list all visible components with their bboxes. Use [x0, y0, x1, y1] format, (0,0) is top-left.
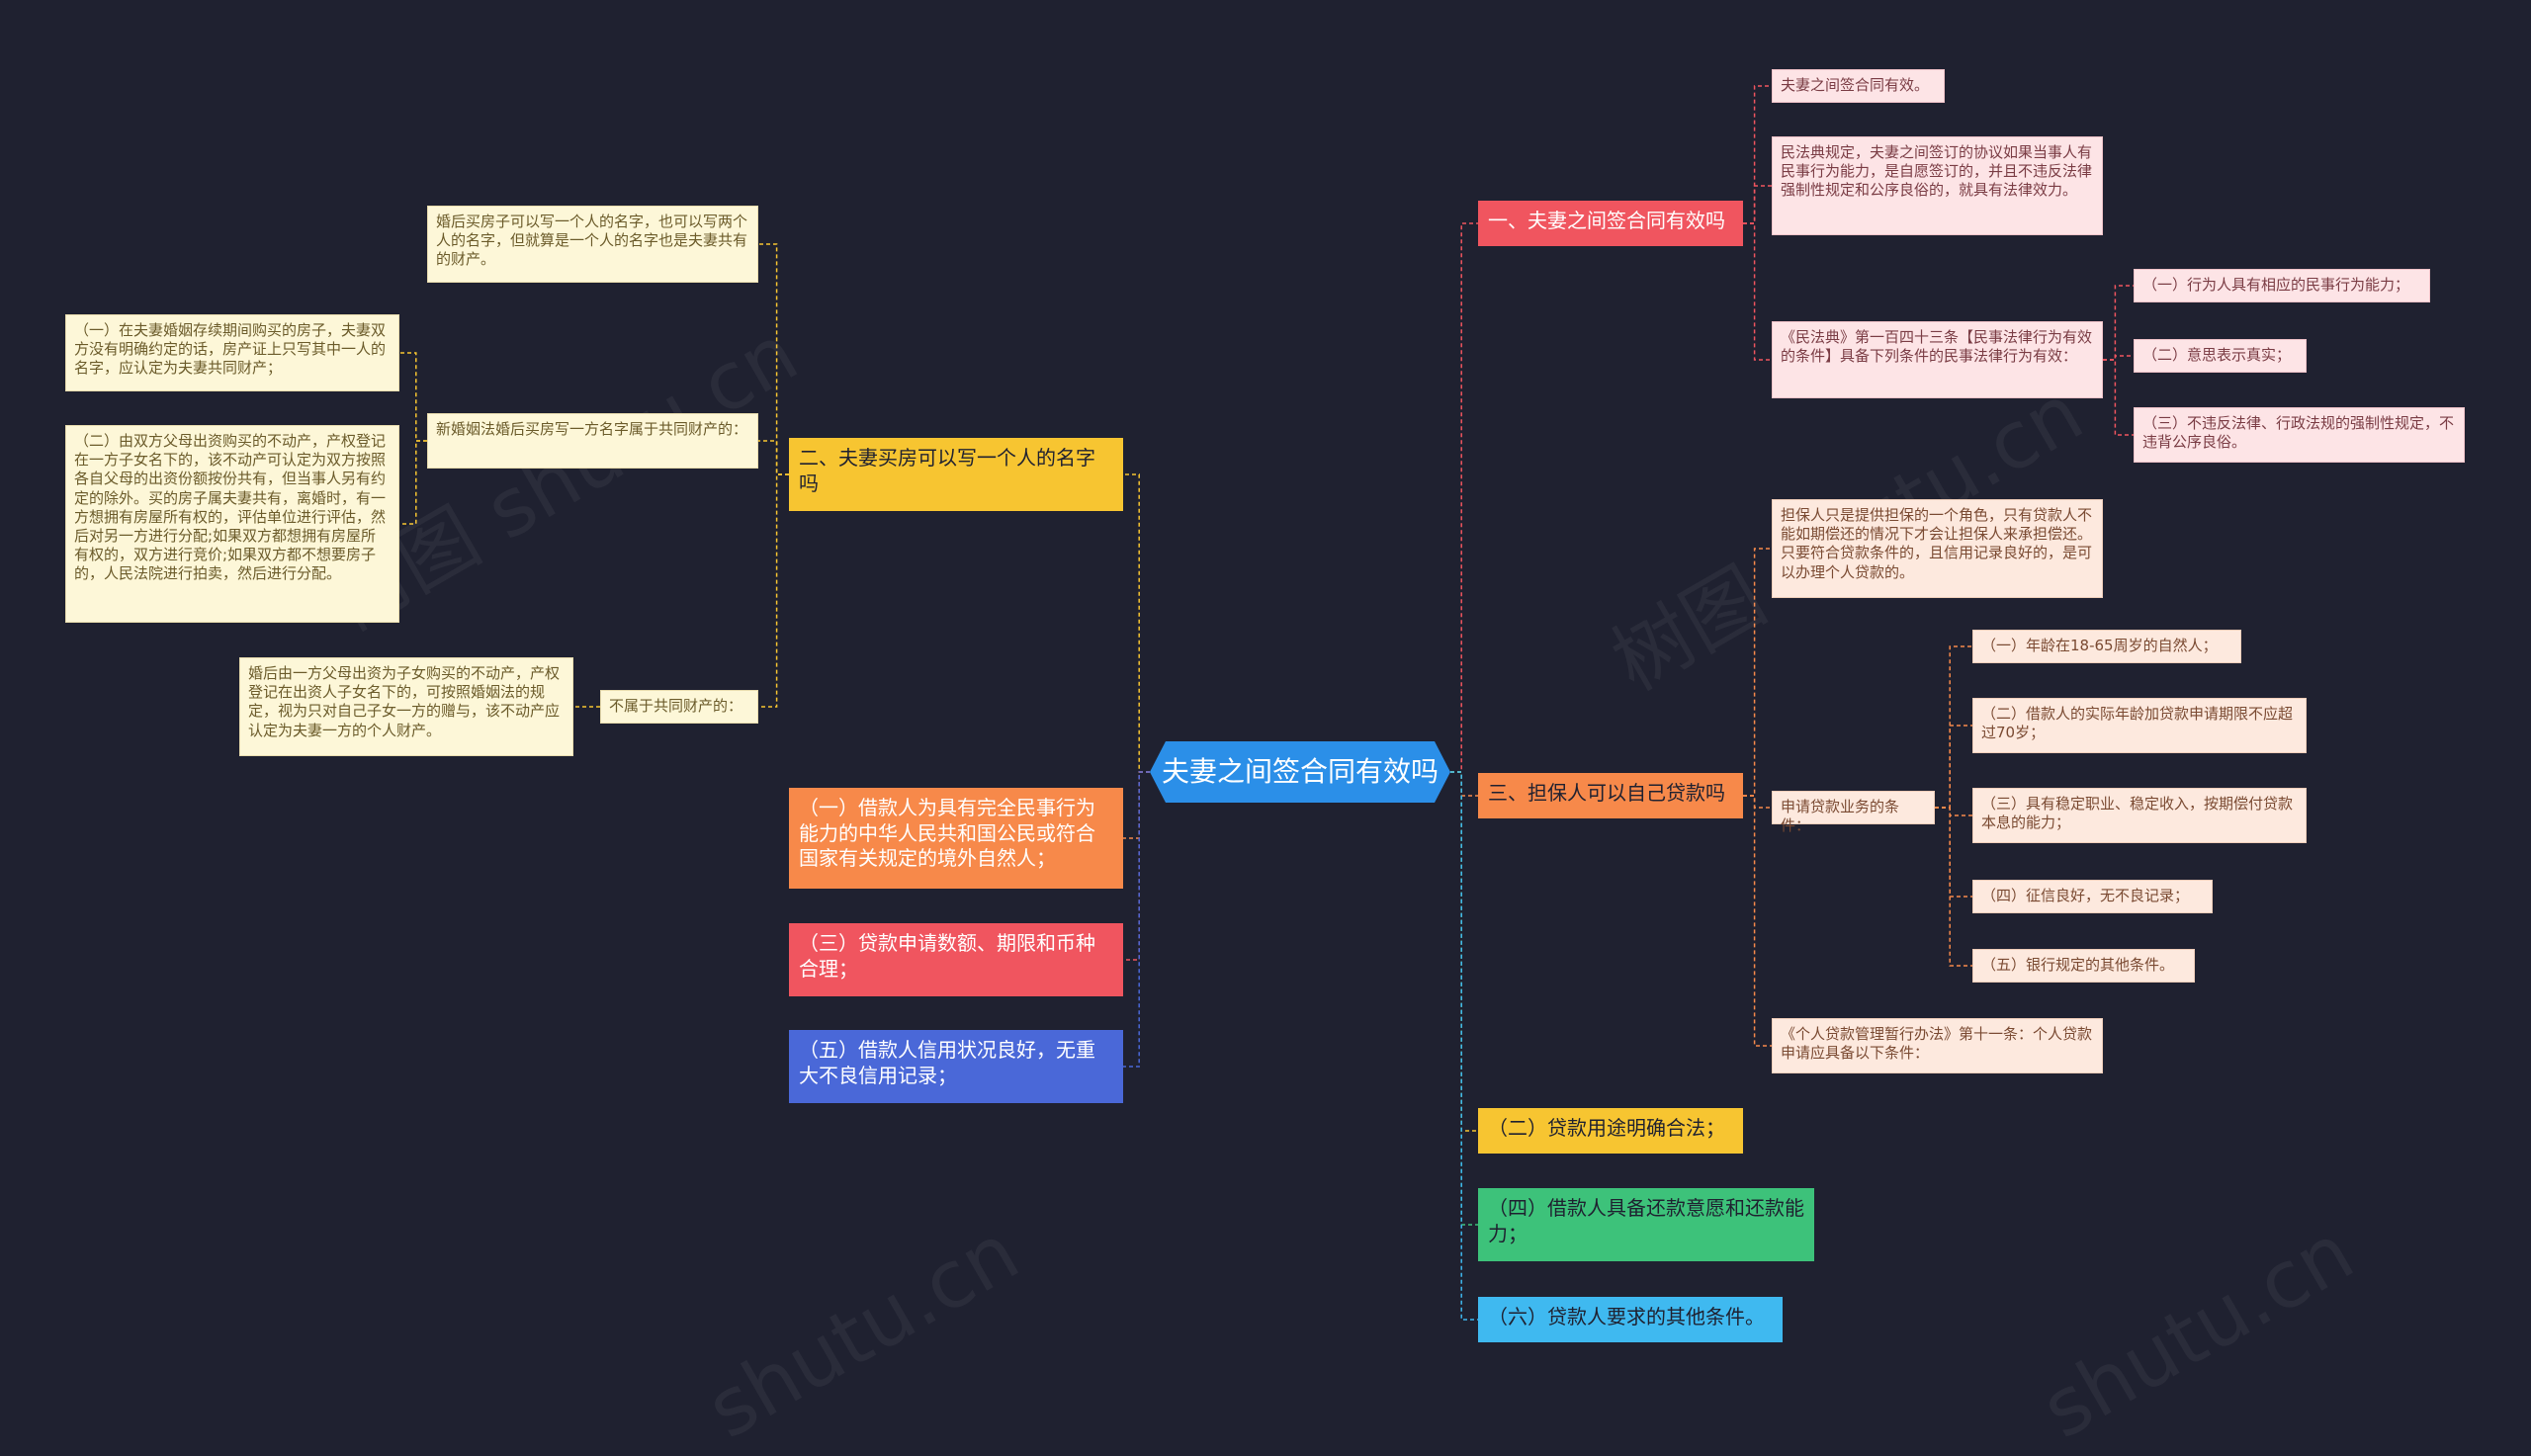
branch-2-subitem[interactable]: （二）由双方父母出资购买的不动产，产权登记在一方子女名下的，该不动产可认定为双方…	[65, 425, 399, 623]
connector-line	[1743, 795, 1772, 809]
connector-line	[1450, 771, 1478, 1321]
connector-line	[1935, 645, 1972, 809]
branch-3-item[interactable]: 申请贷款业务的条件：	[1772, 791, 1935, 834]
connector-line	[1450, 771, 1478, 1226]
branch-1-subitem[interactable]: （一）行为人具有相应的民事行为能力；	[2134, 269, 2430, 302]
connector-line	[1743, 795, 1772, 1047]
condition-item[interactable]: （二）借款人的实际年龄加贷款申请期限不应超过70岁；	[1972, 698, 2307, 753]
connector-line	[1450, 222, 1478, 773]
branch-3-item[interactable]: 担保人只是提供担保的一个角色，只有贷款人不能如期偿还的情况下才会让担保人来承担偿…	[1772, 499, 2103, 598]
left-list-item[interactable]: （一）借款人为具有完全民事行为能力的中华人民共和国公民或符合国家有关规定的境外自…	[789, 788, 1123, 889]
connector-line	[1123, 771, 1150, 839]
branch-2-item[interactable]: 新婚姻法婚后买房写一方名字属于共同财产的：	[427, 413, 758, 469]
right-list-item[interactable]: （四）借款人具备还款意愿和还款能力；	[1478, 1188, 1814, 1261]
branch-2-item[interactable]: 不属于共同财产的：	[600, 690, 758, 724]
connector-line	[758, 440, 789, 475]
branch-3-item[interactable]: 《个人贷款管理暂行办法》第十一条：个人贷款申请应具备以下条件：	[1772, 1018, 2103, 1073]
connector-line	[1935, 807, 1972, 967]
connector-line	[1450, 771, 1478, 1132]
connector-line	[1935, 807, 1972, 898]
connector-line	[1935, 807, 1972, 816]
connector-line	[1123, 473, 1150, 773]
connector-line	[1935, 725, 1972, 809]
branch-2-topic[interactable]: 二、夫妻买房可以写一个人的名字吗	[789, 438, 1123, 511]
connector-line	[399, 440, 427, 525]
condition-item[interactable]: （三）具有稳定职业、稳定收入，按期偿付贷款本息的能力；	[1972, 788, 2307, 843]
branch-3-topic[interactable]: 三、担保人可以自己贷款吗	[1478, 773, 1743, 818]
connector-line	[1123, 771, 1150, 961]
root-topic[interactable]: 夫妻之间签合同有效吗	[1150, 741, 1450, 803]
branch-2-item[interactable]: 婚后买房子可以写一个人的名字，也可以写两个人的名字，但就算是一个人的名字也是夫妻…	[427, 206, 758, 283]
connector-lines	[399, 85, 2134, 1321]
condition-item[interactable]: （四）征信良好，无不良记录；	[1972, 880, 2213, 913]
branch-1-item[interactable]: 民法典规定，夫妻之间签订的协议如果当事人有民事行为能力，是自愿签订的，并且不违反…	[1772, 136, 2103, 235]
connector-line	[758, 473, 789, 708]
right-list-item[interactable]: （六）贷款人要求的其他条件。	[1478, 1297, 1783, 1342]
branch-1-item[interactable]: 夫妻之间签合同有效。	[1772, 69, 1945, 103]
connector-line	[1743, 222, 1772, 361]
branch-1-subitem[interactable]: （三）不违反法律、行政法规的强制性规定，不违背公序良俗。	[2134, 407, 2465, 463]
connector-line	[1743, 85, 1772, 224]
branch-1-topic[interactable]: 一、夫妻之间签合同有效吗	[1478, 201, 1743, 246]
connector-line	[2103, 359, 2134, 436]
condition-item[interactable]: （一）年龄在18-65周岁的自然人；	[1972, 630, 2241, 663]
branch-1-item[interactable]: 《民法典》第一百四十三条【民事法律行为有效的条件】具备下列条件的民事法律行为有效…	[1772, 321, 2103, 398]
connector-line	[1743, 548, 1772, 797]
branch-1-subitem[interactable]: （二）意思表示真实；	[2134, 339, 2307, 373]
connector-line	[1450, 771, 1478, 797]
connector-line	[1743, 185, 1772, 224]
connector-line	[399, 352, 427, 442]
condition-item[interactable]: （五）银行规定的其他条件。	[1972, 949, 2195, 983]
connector-line	[2103, 285, 2134, 361]
left-list-item[interactable]: （五）借款人信用状况良好，无重大不良信用记录；	[789, 1030, 1123, 1103]
right-list-item[interactable]: （二）贷款用途明确合法；	[1478, 1108, 1743, 1154]
connector-line	[758, 243, 789, 475]
connector-line	[2103, 355, 2134, 361]
left-list-item[interactable]: （三）贷款申请数额、期限和币种合理；	[789, 923, 1123, 996]
mindmap-canvas: 树图 shutu.cn 树图 shutu.cn shutu.cn shutu.c…	[65, 69, 2465, 1456]
connector-line	[1123, 771, 1150, 1068]
branch-2-subitem[interactable]: 婚后由一方父母出资为子女购买的不动产，产权登记在出资人子女名下的，可按照婚姻法的…	[239, 657, 573, 756]
branch-2-subitem[interactable]: （一）在夫妻婚姻存续期间购买的房子，夫妻双方没有明确约定的话，房产证上只写其中一…	[65, 314, 399, 391]
